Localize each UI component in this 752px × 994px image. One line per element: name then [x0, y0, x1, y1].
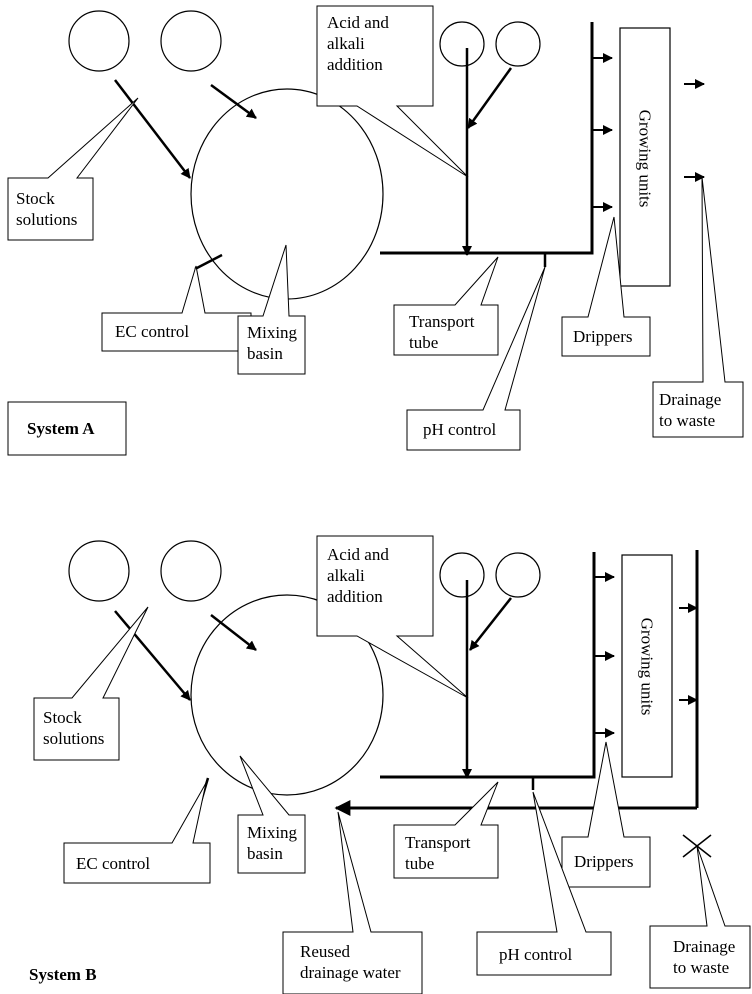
system-b-label: System B: [29, 965, 97, 984]
acid-tank-b: [439, 552, 485, 598]
label-stock-solutions-b: Stock solutions: [43, 708, 105, 748]
label-growing-units-b: Growing units: [637, 617, 657, 716]
callout-acid-b: [316, 535, 469, 699]
alkali-tank-a: [495, 21, 541, 67]
stock-tank-a1: [68, 10, 130, 72]
callout-ec-control-b: [63, 782, 211, 884]
label-mixing-basin-b: Mixing basin: [247, 823, 298, 863]
growing-units-b: [621, 554, 673, 778]
system-a-callouts: [7, 5, 744, 456]
system-b: [68, 540, 712, 858]
label-acid-alkali-b: Acid and alkali addition: [327, 545, 389, 606]
transport-tube-b: [380, 552, 596, 779]
callout-acid-a: [316, 5, 469, 178]
callout-ph-control-a: [406, 266, 546, 451]
callout-ec-control-a: [101, 265, 252, 352]
label-ph-control-b: pH control: [499, 945, 573, 964]
stock-feed-arrow-a1: [114, 79, 191, 179]
callout-mixing-basin-b: [237, 755, 306, 874]
acid-feed-arrow-b: [469, 597, 512, 651]
label-growing-units-a: Growing units: [635, 109, 655, 208]
acid-feed-arrow-a: [466, 67, 513, 129]
callout-transport-tube-b: [393, 781, 499, 879]
growing-units-a: [619, 27, 671, 287]
stock-tank-b2: [160, 540, 222, 602]
label-mixing-basin-a: Mixing basin: [247, 323, 298, 363]
label-drainage-a: Drainage to waste: [659, 390, 722, 430]
mixing-basin-b: [190, 594, 384, 796]
ec-sensor-a: [194, 253, 223, 271]
callout-drainage-a: [652, 176, 744, 438]
system-a-label: System A: [27, 419, 95, 438]
callout-transport-tube-a: [393, 256, 499, 356]
label-stock-solutions-a: Stock solutions: [16, 189, 78, 229]
callout-ph-control-b: [476, 791, 612, 976]
label-drainage-b: Drainage to waste: [673, 937, 736, 977]
stock-feed-arrow-a2: [210, 83, 257, 120]
callout-stock-solutions-a: [7, 97, 139, 241]
label-drippers-a: Drippers: [573, 327, 633, 346]
acid-tank-a: [439, 21, 485, 67]
callout-drippers-a: [561, 216, 651, 357]
system-a: [68, 10, 705, 300]
stock-feed-arrow-b1: [114, 610, 191, 701]
label-drippers-b: Drippers: [574, 852, 634, 871]
callout-drippers-b: [561, 741, 651, 888]
label-acid-alkali-a: Acid and alkali addition: [327, 13, 389, 74]
label-reused-drainage-b: Reused drainage water: [300, 942, 401, 982]
label-ec-control-a: EC control: [115, 322, 190, 341]
callout-mixing-basin-a: [237, 244, 306, 375]
label-ec-control-b: EC control: [76, 854, 151, 873]
stock-feed-arrow-b2: [210, 614, 257, 651]
system-b-callouts: [33, 535, 751, 994]
callout-reused-drainage-b: [282, 811, 423, 994]
stock-tank-b1: [68, 540, 130, 602]
label-transport-tube-a: Transport tube: [409, 312, 475, 352]
stock-tank-a2: [160, 10, 222, 72]
transport-tube-a: [380, 22, 594, 255]
callout-stock-solutions-b: [33, 606, 149, 761]
callout-drainage-b: [649, 845, 751, 989]
system-a-box: [7, 401, 127, 456]
alkali-tank-b: [495, 552, 541, 598]
label-ph-control-a: pH control: [423, 420, 497, 439]
label-transport-tube-b: Transport tube: [405, 833, 471, 873]
